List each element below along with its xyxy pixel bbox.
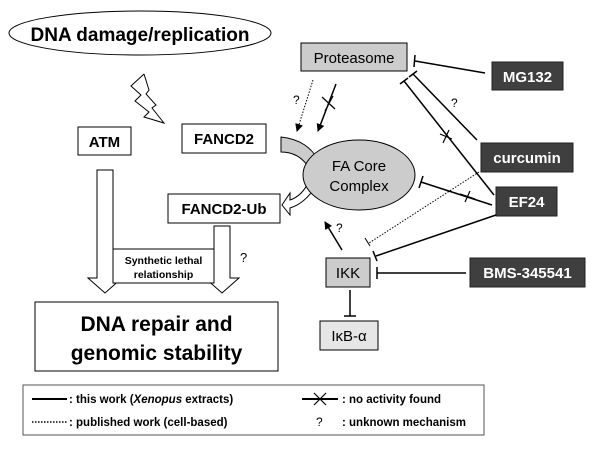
ef24-label: EF24 [509, 194, 546, 211]
ef24-inhibits-fa-core [420, 181, 493, 206]
atm-node: ATM [77, 126, 132, 156]
curcumin-question: ? [451, 96, 458, 110]
legend-dotted-text: : published work (cell-based) [69, 417, 228, 429]
ikk-to-fa-core-arrow [324, 221, 343, 251]
ikb-alpha-node: IκB-α [319, 320, 379, 351]
legend-question-symbol: ? [316, 415, 323, 429]
inhibition-bar [408, 70, 418, 78]
no-activity-cross-icon [459, 190, 476, 203]
curcumin-inhibits-proteasome [412, 73, 478, 141]
legend-cross-text: : no activity found [342, 394, 441, 406]
synthetic-lethal-box [112, 248, 215, 284]
lightning-bolt-icon [130, 73, 166, 124]
mg132-label: MG132 [503, 69, 552, 86]
atm-to-repair-arrow [86, 169, 124, 294]
bms-345541-label: BMS-345541 [483, 265, 571, 282]
fancd2-node: FANCD2 [181, 123, 267, 154]
fa-core-line1: FA Core [332, 158, 386, 175]
legend-question-text: : unknown mechanism [342, 417, 466, 429]
inhibition-bar [418, 175, 424, 189]
curcumin-inhibitor: curcumin [480, 142, 574, 173]
fa-core-complex-node: FA Core Complex [302, 139, 416, 211]
legend-solid-text: : this work (Xenopus extracts) [69, 394, 233, 406]
no-activity-cross-icon [321, 95, 336, 112]
atm-label: ATM [89, 134, 120, 151]
dna-repair-line1: DNA repair and [80, 313, 232, 336]
ikb-alpha-label: IκB-α [331, 328, 367, 345]
dna-repair-node: DNA repair and genomic stability [34, 301, 279, 372]
fancd2ub-question-mark: ? [240, 250, 247, 265]
no-activity-cross-icon [439, 129, 453, 144]
proteasome-dotted-question: ? [293, 93, 300, 107]
mg132-inhibits-proteasome [414, 60, 486, 74]
inhibition-bar [372, 250, 378, 262]
fa-core-line2: Complex [329, 178, 389, 195]
fancd2-label: FANCD2 [194, 131, 254, 148]
ikk-node: IKK [325, 257, 371, 288]
ikk-question: ? [336, 221, 343, 235]
inhibition-bar [399, 77, 409, 85]
proteasome-label: Proteasome [314, 50, 395, 67]
synthetic-lethal-line2: relationship [134, 269, 194, 281]
legend: : this work (Xenopus extracts) : publish… [22, 384, 485, 436]
inhibition-bar [413, 54, 416, 68]
synthetic-lethal-line1: Synthetic lethal [125, 255, 203, 267]
legend-cross-icon [313, 392, 327, 406]
fancd2-ub-label: FANCD2-Ub [182, 201, 267, 218]
dna-damage-label: DNA damage/replication [31, 25, 250, 46]
proteasome-node: Proteasome [300, 42, 408, 72]
curcumin-to-ikk-dotted [368, 171, 480, 244]
fancd2-ub-node: FANCD2-Ub [167, 193, 281, 224]
ef24-inhibits-ikk [375, 214, 497, 257]
bms-345541-inhibitor: BMS-345541 [469, 257, 586, 288]
dna-repair-line2: genomic stability [71, 342, 243, 365]
ikk-label: IKK [336, 265, 360, 282]
dna-damage-node: DNA damage/replication [8, 10, 272, 56]
curcumin-label: curcumin [493, 150, 561, 167]
mg132-inhibitor: MG132 [491, 61, 564, 91]
inhibition-bar [364, 237, 371, 247]
ef24-inhibitor: EF24 [495, 186, 558, 217]
